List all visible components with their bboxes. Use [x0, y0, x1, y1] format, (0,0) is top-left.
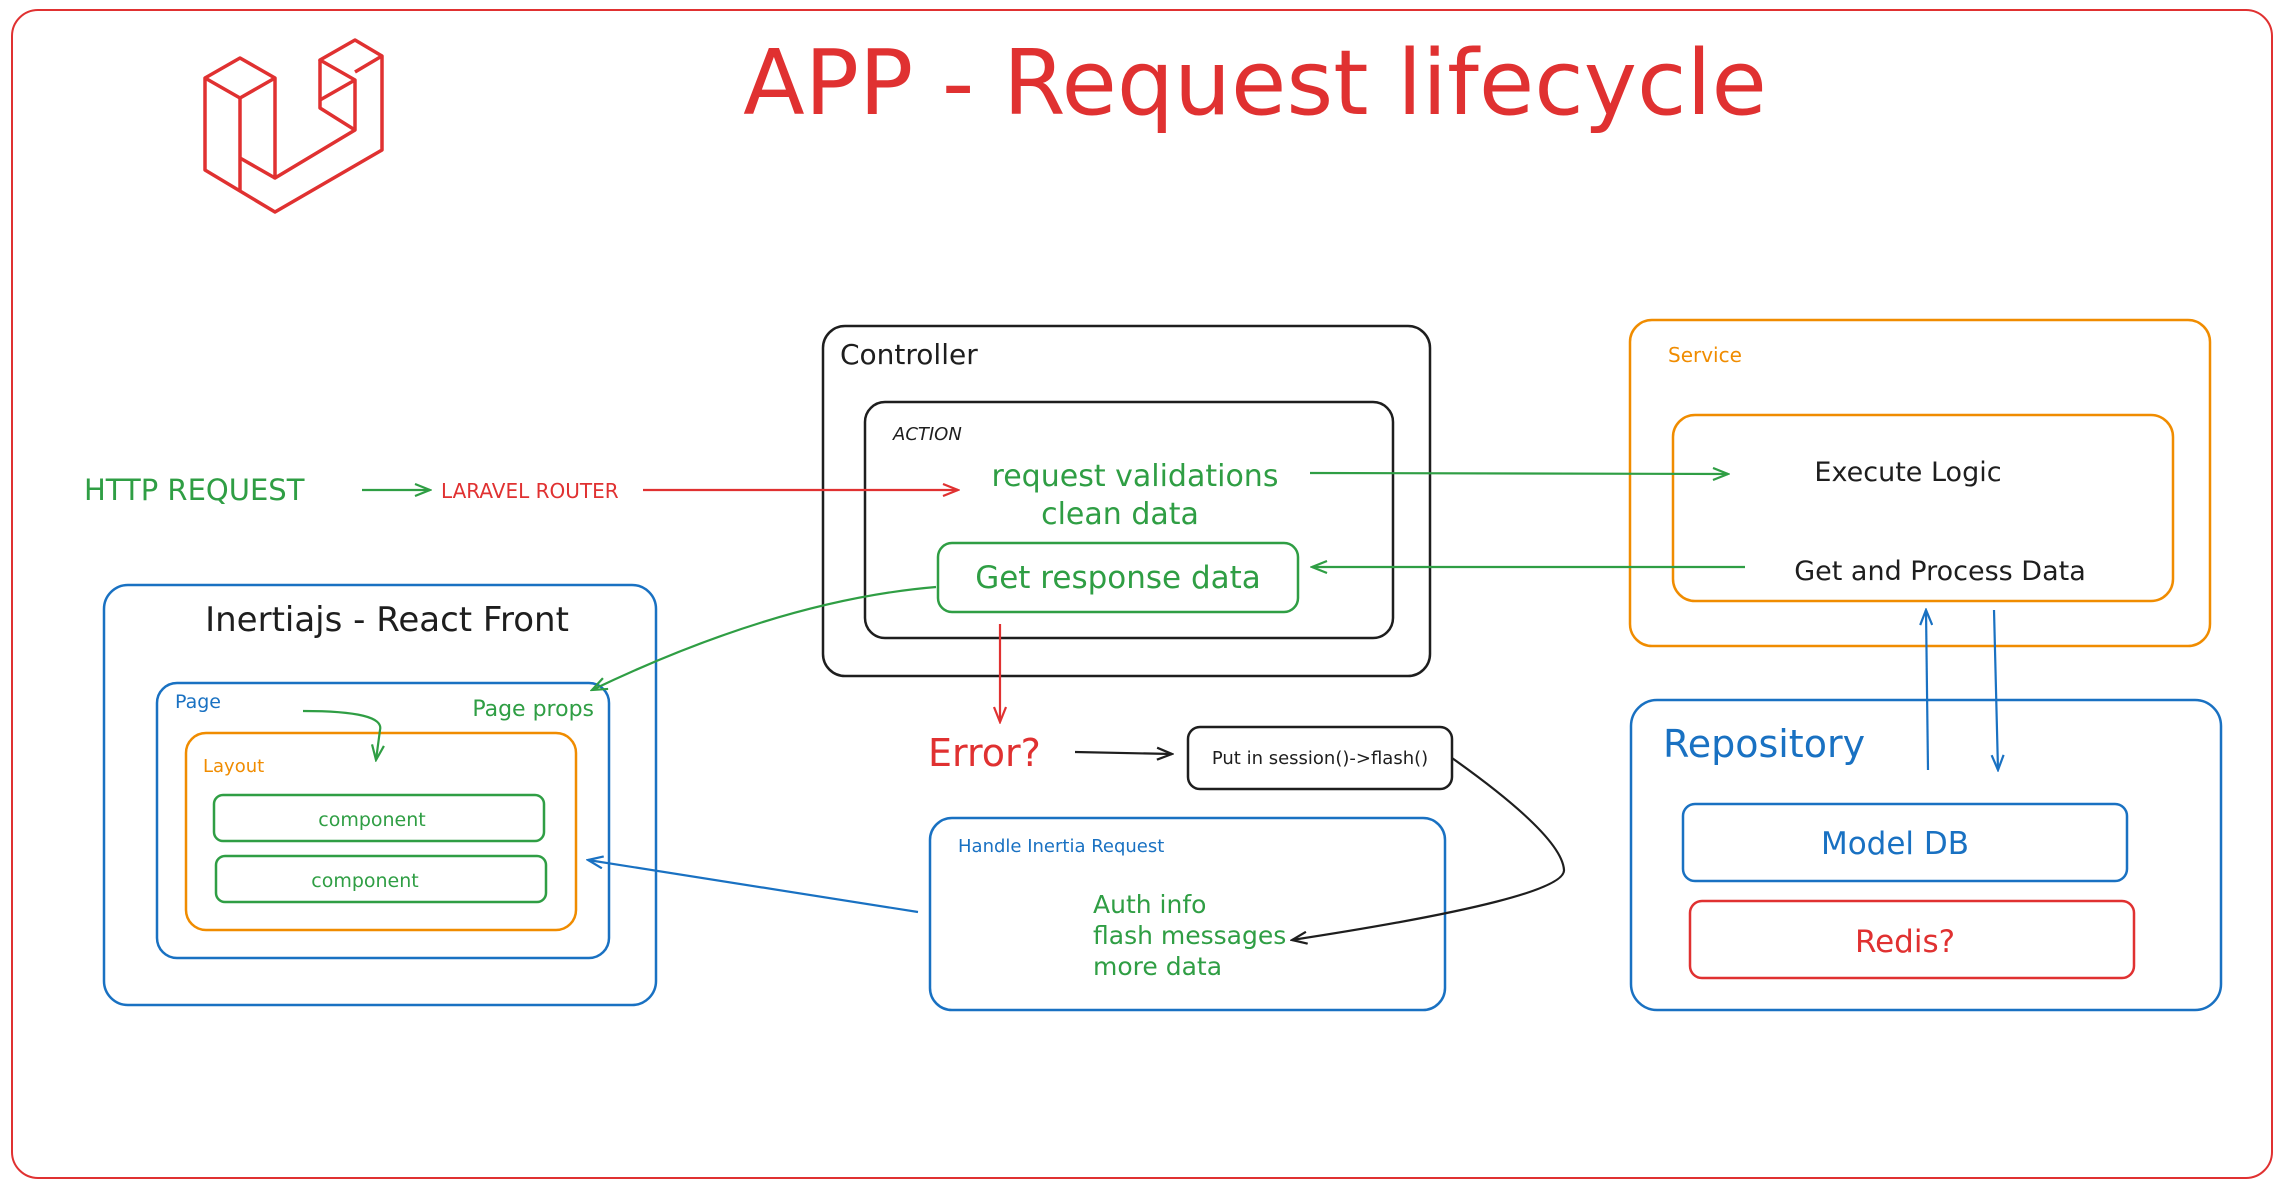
get-response-box [936, 541, 1300, 614]
arrow-repo-to-service [1926, 610, 1928, 771]
arrow-error-to-flash [1074, 752, 1172, 754]
inertia-item: flash messages [1093, 921, 1286, 950]
laravel-logo-icon [203, 38, 384, 214]
page-box [155, 681, 611, 960]
execute-logic-label: Execute Logic [1814, 457, 2001, 488]
arrow-validation-to-service [1309, 473, 1728, 474]
component-box-2 [214, 854, 548, 904]
frontend-box [102, 583, 658, 1007]
service-label: Service [1668, 343, 1742, 367]
outer-frame [11, 9, 2273, 1179]
component-label: component [311, 870, 419, 892]
repository-box [1629, 698, 2223, 1012]
component-label: component [318, 809, 426, 831]
validation-line-2: clean data [1041, 497, 1199, 532]
arrow-response-to-page [592, 585, 937, 690]
arrow-flash-to-inertia [1292, 757, 1566, 940]
arrow-inertia-to-page [588, 860, 919, 914]
redis-label: Redis? [1855, 924, 1955, 960]
component-box-1 [212, 793, 546, 843]
inertia-item: more data [1093, 952, 1222, 981]
service-inner-box [1671, 413, 2175, 603]
service-box [1628, 318, 2212, 648]
process-data-label: Get and Process Data [1794, 556, 2086, 587]
action-box [863, 400, 1395, 640]
layout-box [184, 731, 578, 932]
get-response-label: Get response data [975, 560, 1261, 596]
action-label: ACTION [892, 424, 962, 445]
page-props-label: Page props [472, 697, 594, 722]
model-db-box [1681, 802, 2129, 883]
arrow-page-to-layout [302, 709, 380, 760]
inertia-item: Auth info [1093, 890, 1206, 919]
laravel-router-label: LARAVEL ROUTER [441, 479, 619, 503]
repository-label: Repository [1663, 722, 1865, 766]
frontend-label: Inertiajs - React Front [205, 600, 569, 640]
inertia-request-label: Handle Inertia Request [958, 836, 1164, 857]
redis-box [1688, 899, 2136, 980]
controller-label: Controller [840, 338, 978, 371]
model-db-label: Model DB [1821, 826, 1969, 862]
http-request-label: HTTP REQUEST [84, 473, 305, 507]
controller-box [821, 324, 1432, 678]
error-label: Error? [928, 731, 1041, 775]
validation-line-1: request validations [992, 459, 1279, 494]
arrow-service-to-repo [1994, 609, 1998, 770]
layout-label: Layout [203, 756, 264, 777]
page-label: Page [175, 691, 221, 713]
page-title: APP - Request lifecycle [743, 31, 1767, 136]
flash-label: Put in session()->flash() [1212, 748, 1428, 769]
